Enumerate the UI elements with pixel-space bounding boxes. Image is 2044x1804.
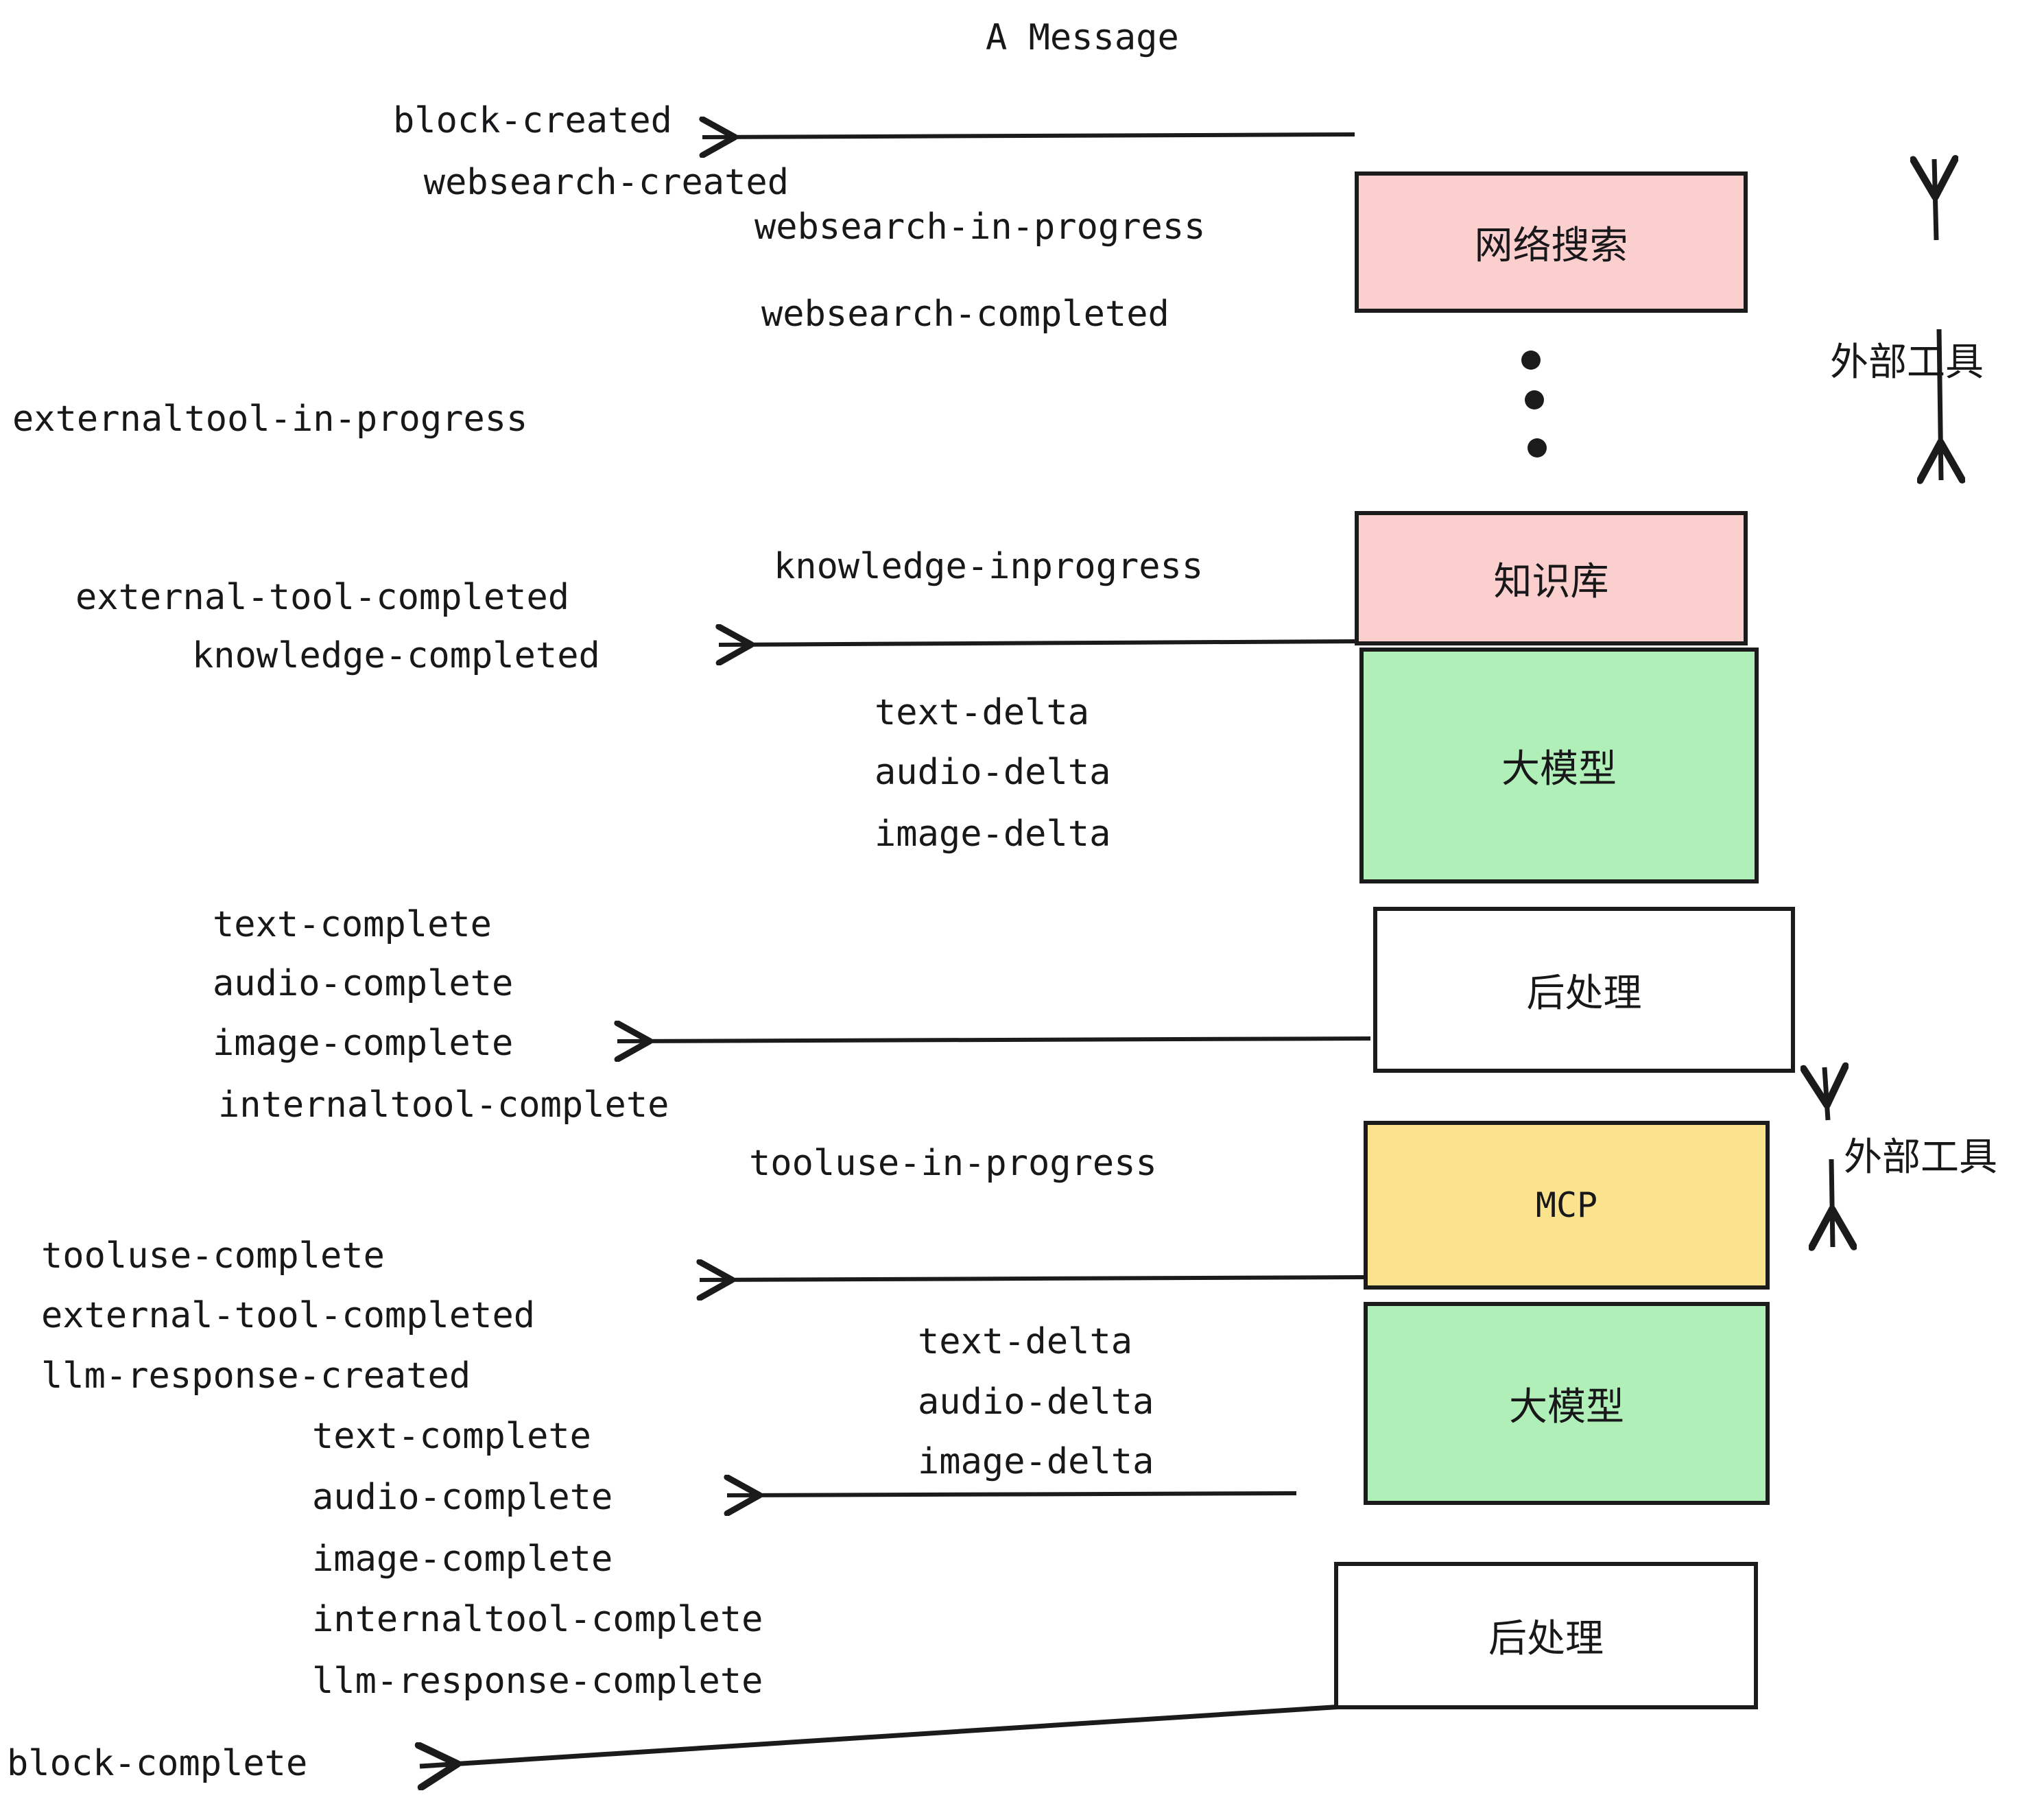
event-text-complete-1: text-complete bbox=[213, 904, 492, 945]
event-audio-delta-2: audio-delta bbox=[918, 1381, 1154, 1423]
event-internaltool-complete-1: internaltool-complete bbox=[218, 1084, 669, 1126]
event-block-created: block-created bbox=[393, 100, 672, 141]
node-box-post-bottom: 后处理 bbox=[1334, 1562, 1758, 1709]
node-label-websearch: 网络搜索 bbox=[1474, 223, 1628, 268]
arrow-image-complete bbox=[617, 1039, 1371, 1041]
event-image-delta-2: image-delta bbox=[918, 1441, 1154, 1482]
event-image-delta-1: image-delta bbox=[875, 814, 1111, 855]
event-tooluse-complete: tooluse-complete bbox=[41, 1235, 385, 1277]
event-websearch-in-progress: websearch-in-progress bbox=[754, 206, 1206, 248]
event-knowledge-inprogress: knowledge-inprogress bbox=[774, 546, 1204, 587]
side-label-external-tool-bottom: 外部工具 bbox=[1844, 1135, 1997, 1180]
event-audio-complete-1: audio-complete bbox=[213, 963, 514, 1004]
arrow-external-tool-top-up bbox=[1934, 159, 1936, 241]
node-box-llm-bottom: 大模型 bbox=[1364, 1302, 1770, 1505]
event-image-complete-1: image-complete bbox=[213, 1023, 514, 1064]
node-label-mcp: MCP bbox=[1535, 1185, 1598, 1225]
arrow-external-tool-top-down bbox=[1939, 329, 1941, 480]
event-knowledge-completed: knowledge-completed bbox=[192, 635, 600, 676]
event-externaltool-in-progress: externaltool-in-progress bbox=[12, 399, 528, 440]
event-external-tool-completed-1: external-tool-completed bbox=[75, 577, 570, 618]
event-text-complete-2: text-complete bbox=[312, 1416, 591, 1457]
event-block-complete: block-complete bbox=[7, 1743, 308, 1784]
node-box-mcp: MCP bbox=[1364, 1121, 1770, 1290]
node-box-post-top: 后处理 bbox=[1373, 907, 1795, 1073]
node-label-llm-bottom: 大模型 bbox=[1509, 1384, 1624, 1429]
ellipsis-dot-3 bbox=[1528, 438, 1547, 458]
arrow-tooluse-complete bbox=[700, 1277, 1366, 1280]
arrow-external-tool-bottom-up bbox=[1825, 1067, 1828, 1121]
event-external-tool-completed-2: external-tool-completed bbox=[41, 1295, 536, 1336]
event-text-delta-1: text-delta bbox=[875, 692, 1090, 733]
arrow-external-tool-bottom-down bbox=[1831, 1159, 1833, 1247]
node-label-post-bottom: 后处理 bbox=[1488, 1617, 1604, 1661]
ellipsis-dot-1 bbox=[1521, 351, 1541, 370]
node-label-post-top: 后处理 bbox=[1526, 971, 1642, 1016]
diagram-title: A Message bbox=[986, 17, 1179, 58]
arrow-audio-complete bbox=[727, 1493, 1297, 1495]
event-audio-complete-2: audio-complete bbox=[312, 1477, 613, 1518]
event-llm-response-created: llm-response-created bbox=[41, 1355, 471, 1397]
arrow-block-created bbox=[702, 134, 1355, 137]
side-label-external-tool-top: 外部工具 bbox=[1830, 340, 1984, 385]
node-box-websearch: 网络搜索 bbox=[1355, 171, 1748, 313]
event-websearch-completed: websearch-completed bbox=[761, 294, 1169, 335]
node-box-knowledge: 知识库 bbox=[1355, 511, 1748, 645]
event-websearch-created: websearch-created bbox=[423, 162, 789, 203]
arrow-block-complete bbox=[420, 1704, 1344, 1766]
ellipsis-dot-2 bbox=[1525, 390, 1544, 410]
event-text-delta-2: text-delta bbox=[918, 1321, 1133, 1362]
node-label-knowledge: 知识库 bbox=[1493, 559, 1609, 604]
event-tooluse-in-progress: tooluse-in-progress bbox=[749, 1143, 1157, 1184]
event-llm-response-complete: llm-response-complete bbox=[312, 1661, 763, 1702]
event-audio-delta-1: audio-delta bbox=[875, 752, 1111, 793]
arrow-knowledge-completed bbox=[719, 641, 1355, 645]
event-image-complete-2: image-complete bbox=[312, 1539, 613, 1580]
node-box-llm-top: 大模型 bbox=[1359, 648, 1759, 883]
node-label-llm-top: 大模型 bbox=[1501, 746, 1617, 792]
event-internaltool-complete-2: internaltool-complete bbox=[312, 1599, 763, 1640]
